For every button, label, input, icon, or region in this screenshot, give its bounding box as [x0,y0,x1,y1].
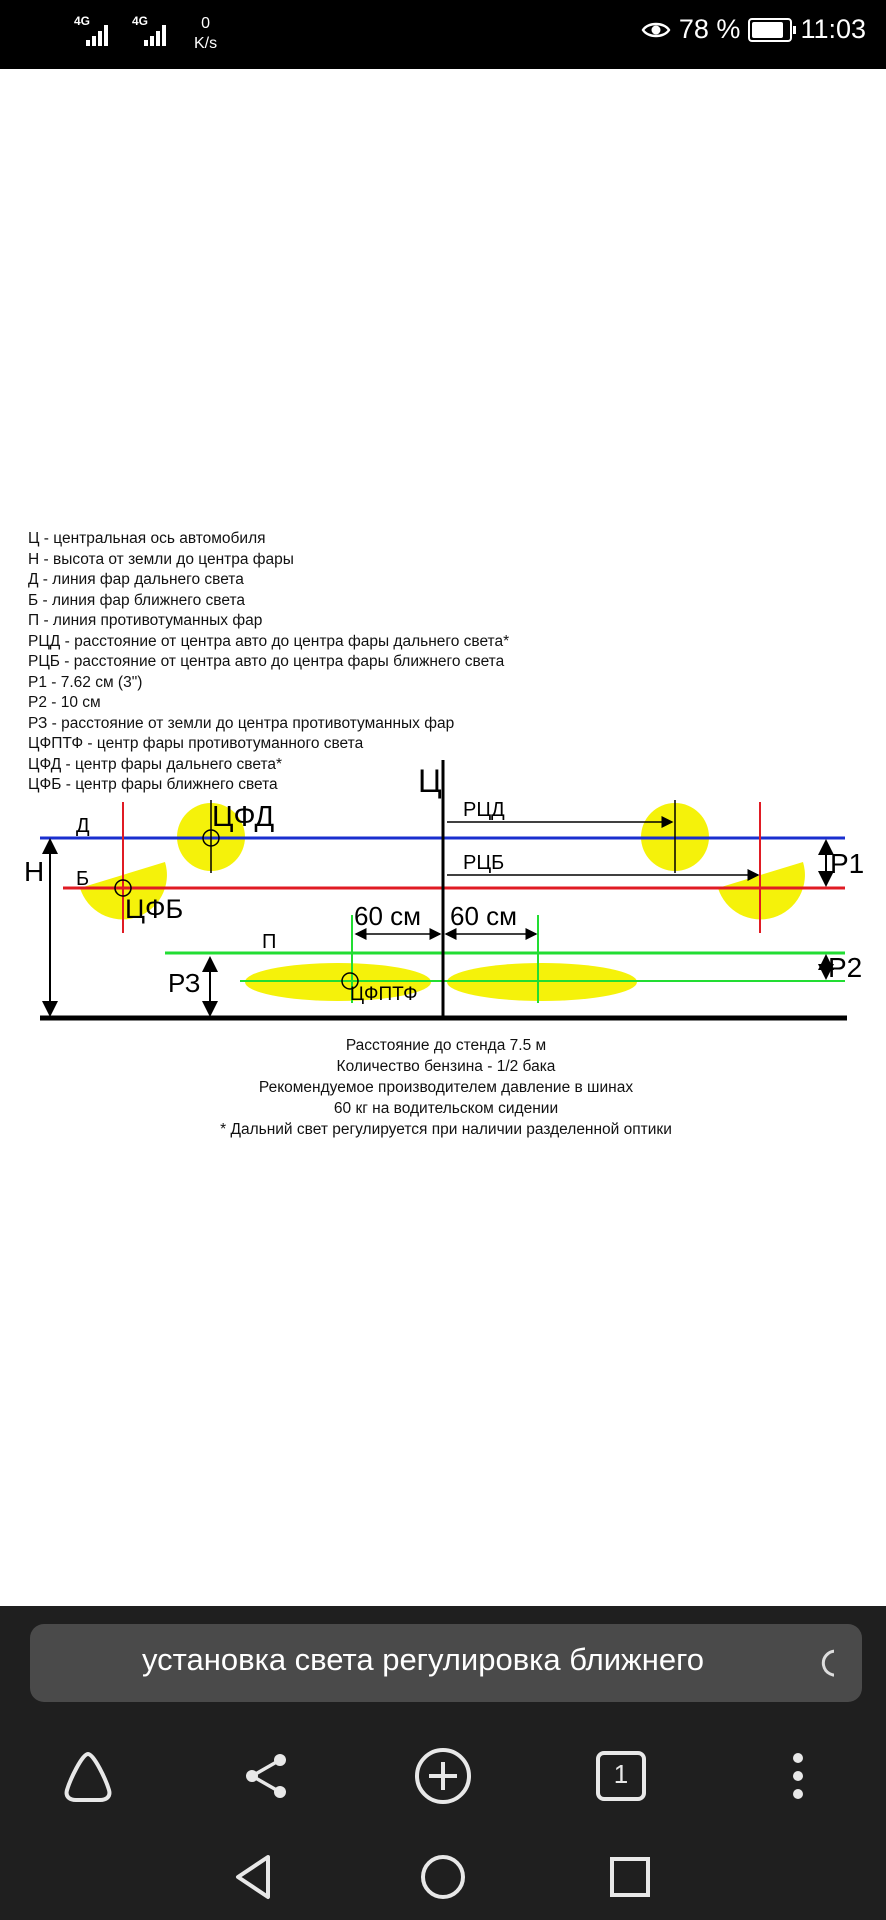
back-icon[interactable] [226,1849,282,1905]
browser-toolbar: 1 [0,1730,886,1820]
legend-item: Б - линия фар ближнего света [28,591,245,609]
right-60-label: 60 см [450,901,517,931]
legend-item: ЦФПТФ - центр фары противотуманного свет… [28,735,364,752]
sim2-signal-icon: 4G [132,14,176,48]
p3-label: РЗ [168,968,200,998]
light-spots [80,803,805,1001]
legend-item: Р2 - 10 см [28,694,101,711]
fog-center-label: ЦФПТФ [350,984,418,1005]
network-speed-unit: K/s [194,35,218,52]
sim1-signal-icon: 4G [74,14,118,48]
right-low-beam-spot [718,862,805,920]
fog-center-marker [341,972,359,990]
new-tab-icon[interactable] [413,1746,473,1806]
note-high-beam: * Дальний свет регулируется при наличии … [220,1121,672,1138]
note-fuel: Количество бензина - 1/2 бака [337,1058,556,1075]
legend-item: Ц - центральная ось автомобиля [28,530,266,547]
p2-label: Р2 [828,952,862,983]
eye-comfort-icon [641,22,671,37]
height-label: Н [24,856,44,887]
left-60-label: 60 см [354,901,421,931]
status-bar: 4G 4G 0 K/s 78 % 11:03 [0,0,886,69]
headlight-diagram: Ц Н Д Б П ЦФД ЦФБ РЦД РЦБ Р1 Р2 РЗ ЦФПТФ… [24,760,864,1138]
recents-icon[interactable] [602,1849,658,1905]
address-bar[interactable]: установка света регулировка ближнего [30,1624,862,1702]
legend-item: Н - высота от земли до центра фары [28,550,294,568]
home-icon[interactable] [58,1746,118,1806]
rcd-label: РЦД [463,799,505,821]
low-line-label: Б [76,868,89,890]
network-speed: 0 K/s [194,14,217,54]
high-line-label: Д [76,815,90,837]
network-speed-value: 0 [201,15,211,32]
network-status: 4G 4G 0 K/s [74,14,217,54]
legend-item: РЦБ - расстояние от центра авто до центр… [28,653,505,670]
legend-item: П - линия противотуманных фар [28,612,263,629]
tabs-button[interactable]: 1 [591,1746,651,1806]
note-driver-weight: 60 кг на водительском сидении [334,1100,558,1117]
low-center-label: ЦФБ [125,894,183,924]
note-distance: Расстояние до стенда 7.5 м [346,1037,546,1054]
tabs-count: 1 [613,1759,629,1789]
high-center-marker [202,829,220,847]
tabs-icon [596,1751,646,1801]
legend-item: Р1 - 7.62 см (3") [28,673,143,691]
system-status: 78 % 11:03 [641,14,866,45]
center-label: Ц [418,763,442,799]
legend-item: РЦД - расстояние от центра авто до центр… [28,632,510,650]
legend-item: РЗ - расстояние от земли до центра проти… [28,714,455,732]
note-tire-pressure: Рекомендуемое производителем давление в … [259,1079,633,1096]
diagram-legend: Ц - центральная ось автомобиля Н - высот… [28,529,509,796]
fog-line-label: П [262,931,276,953]
legend-item: ЦФБ - центр фары ближнего света [28,776,278,793]
system-navigation-bar [0,1835,886,1920]
address-bar-arrow-tip [834,1624,862,1702]
menu-icon[interactable] [768,1746,828,1806]
address-text[interactable]: установка света регулировка ближнего [142,1642,704,1677]
legend-item: ЦФД - центр фары дальнего света* [28,755,283,773]
low-center-marker [114,879,132,897]
rcb-label: РЦБ [463,852,504,874]
sim1-type: 4G [74,14,91,28]
high-center-label: ЦФД [212,801,275,833]
p1-label: Р1 [830,848,864,879]
home-circle-icon[interactable] [415,1849,471,1905]
legend-item: Д - линия фар дальнего света [28,571,244,588]
sim2-type: 4G [132,14,149,28]
clock: 11:03 [800,14,866,44]
battery-icon [748,17,797,42]
share-icon[interactable] [236,1746,296,1806]
battery-percent: 78 % [678,14,741,44]
